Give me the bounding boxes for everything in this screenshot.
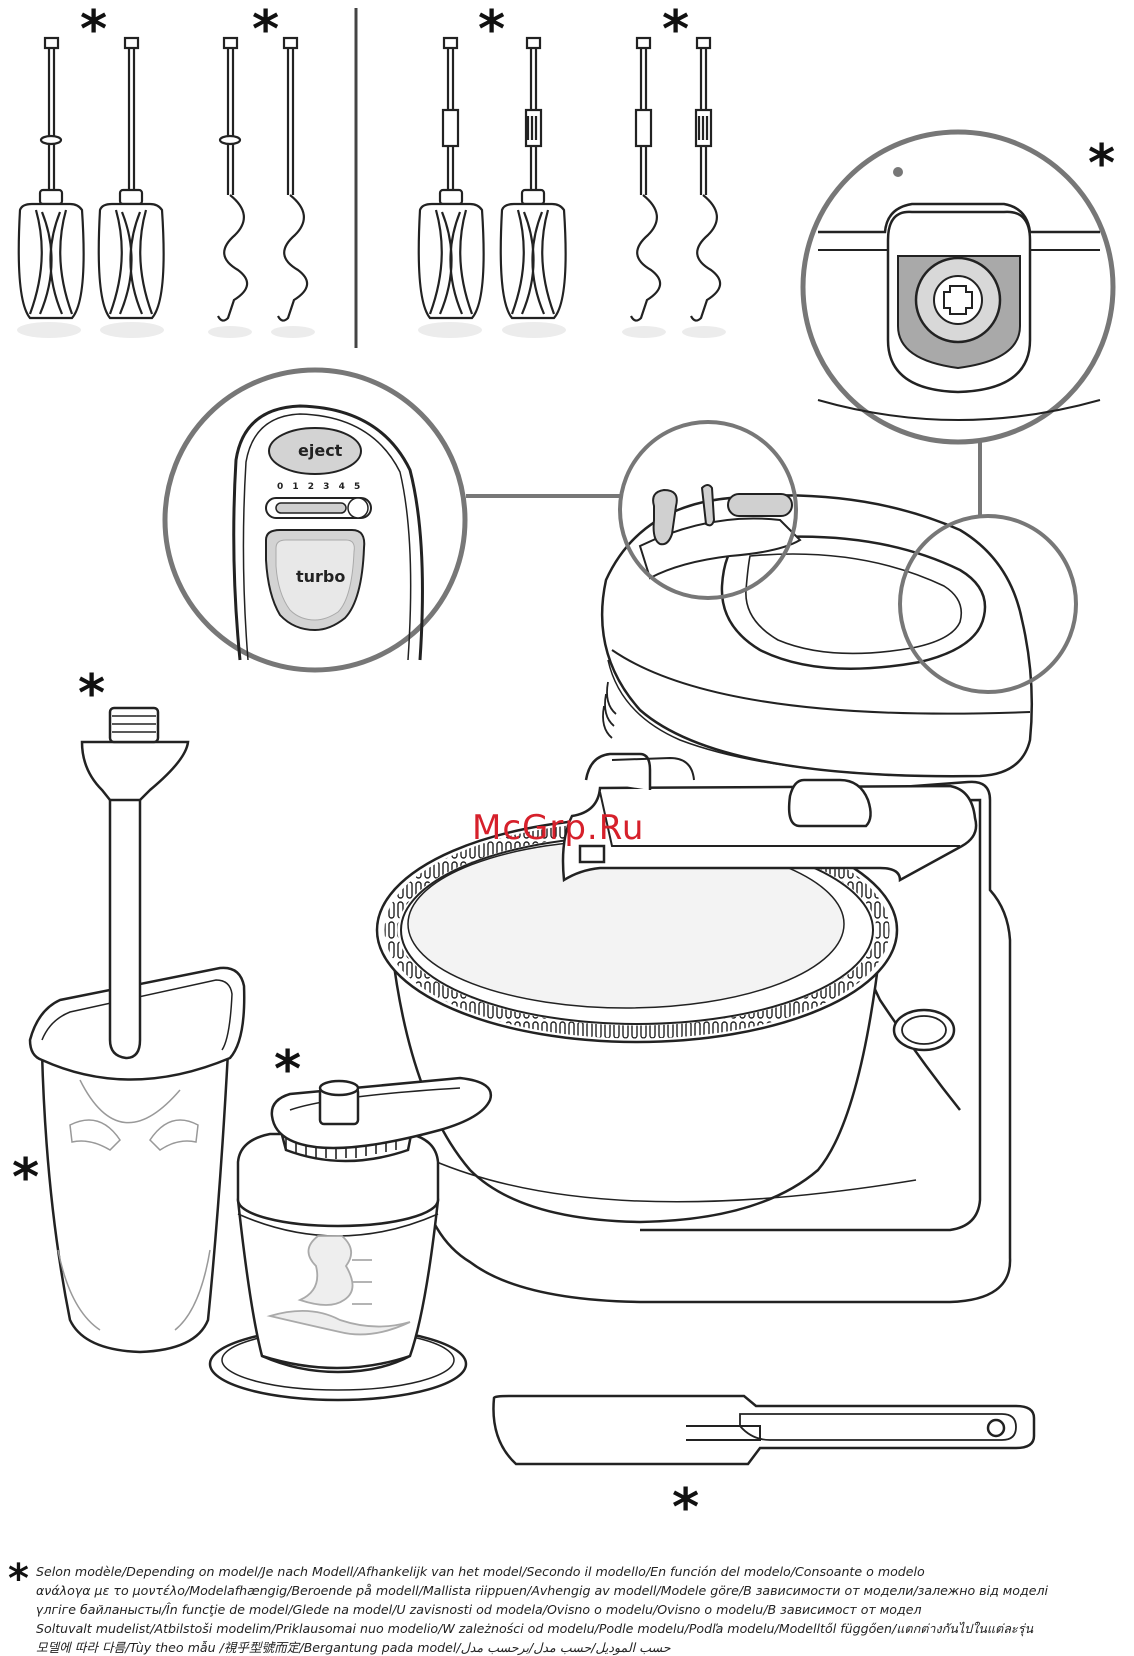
watermark-text: McGrp.Ru (472, 808, 645, 848)
mixer-highlight-circles (618, 420, 1078, 694)
beater-pair-2 (417, 36, 567, 338)
footnote-marker: * (8, 1556, 29, 1602)
footnote-line: Soltuvalt mudelist/Atbilstoši modelim/Pr… (36, 1621, 1034, 1636)
dough-hook-pair-2 (622, 36, 726, 338)
footnote-text: Selon modèle/Depending on model/Je nach … (36, 1562, 1126, 1656)
stand-mixer (375, 494, 1034, 1304)
optional-marker-chopper: * (274, 1040, 302, 1100)
control-panel-zoom (162, 367, 468, 673)
footnote-line: үлгіге байланысты/În funcţie de model/Gl… (36, 1602, 922, 1617)
optional-marker-beaker: * (12, 1148, 40, 1208)
optional-marker-hooks-1: * (252, 0, 280, 60)
optional-marker-beaters-1: * (80, 0, 108, 60)
eject-button-label: eject (298, 441, 343, 460)
optional-marker-socket: * (1088, 134, 1116, 194)
turbo-button-label: turbo (296, 567, 346, 586)
head-controls-small (652, 484, 793, 546)
spatula (492, 1394, 1036, 1466)
socket-detail-zoom (800, 129, 1116, 445)
footnote-line: 모델에 따라 다름/Tùy theo mẫu /視乎型號而定/Bergantun… (36, 1640, 671, 1655)
hand-blender (28, 706, 246, 1354)
footnote-line: Selon modèle/Depending on model/Je nach … (36, 1564, 925, 1579)
dough-hook-pair-1 (208, 36, 315, 338)
optional-marker-hooks-2: * (662, 0, 690, 60)
optional-marker-spatula: * (672, 1478, 700, 1538)
mini-chopper (208, 1076, 493, 1402)
callout-connectors (466, 432, 982, 516)
optional-marker-blender: * (78, 664, 106, 724)
footnote-line: ανάλογα με το μοντέλο/Modelafhængig/Bero… (36, 1583, 1049, 1598)
speed-scale-label: 0 1 2 3 4 5 (277, 482, 364, 492)
beater-pair-1 (17, 36, 165, 338)
optional-marker-beaters-2: * (478, 0, 506, 60)
